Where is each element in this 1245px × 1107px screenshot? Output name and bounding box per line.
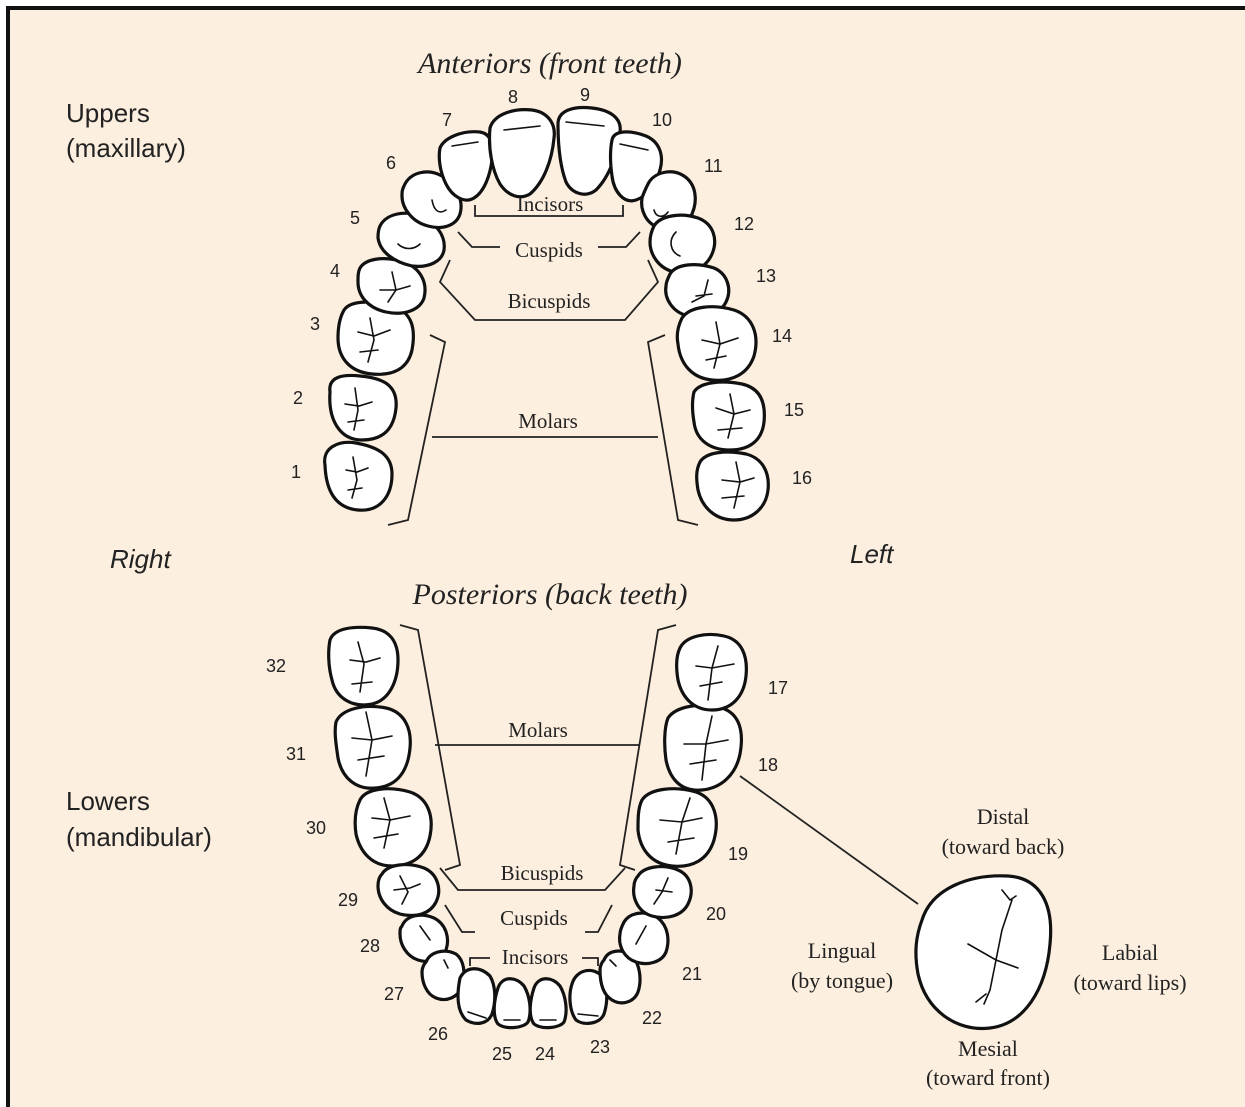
right-side-label: Right — [110, 544, 172, 574]
tooth-29 — [378, 865, 439, 916]
tooth-26 — [458, 969, 495, 1024]
tooth-number-10: 10 — [652, 110, 672, 130]
lingual-label: Lingual — [808, 938, 876, 963]
upper-molars-label: Molars — [518, 409, 578, 433]
tooth-number-17: 17 — [768, 678, 788, 698]
tooth-16 — [697, 452, 769, 520]
mandibular-label: (mandibular) — [66, 822, 212, 852]
tooth-1 — [325, 442, 392, 510]
tooth-number-4: 4 — [330, 261, 340, 281]
tooth-number-7: 7 — [442, 110, 452, 130]
tooth-number-12: 12 — [734, 214, 754, 234]
tooth-number-9: 9 — [580, 85, 590, 105]
tooth-31 — [335, 707, 410, 789]
tooth-number-28: 28 — [360, 936, 380, 956]
tooth-number-30: 30 — [306, 818, 326, 838]
enlarged-tooth-18 — [916, 876, 1051, 1029]
tooth-number-6: 6 — [386, 153, 396, 173]
tooth-number-1: 1 — [291, 462, 301, 482]
tooth-15 — [693, 382, 765, 450]
tooth-number-23: 23 — [590, 1037, 610, 1057]
distal-sublabel: (toward back) — [942, 834, 1065, 859]
tooth-number-5: 5 — [350, 208, 360, 228]
tooth-24 — [530, 979, 566, 1028]
tooth-number-20: 20 — [706, 904, 726, 924]
tooth-number-13: 13 — [756, 266, 776, 286]
mesial-sublabel: (toward front) — [926, 1065, 1050, 1090]
posteriors-title: Posteriors (back teeth) — [412, 578, 688, 611]
tooth-number-3: 3 — [310, 314, 320, 334]
lower-bicuspids-label: Bicuspids — [501, 861, 584, 885]
upper-cuspids-label: Cuspids — [515, 238, 583, 262]
tooth-number-25: 25 — [492, 1044, 512, 1064]
tooth-32 — [329, 627, 398, 705]
detail-connector-line — [740, 776, 918, 904]
lower-cuspids-label: Cuspids — [500, 906, 568, 930]
tooth-17 — [677, 635, 747, 711]
distal-label: Distal — [977, 804, 1030, 829]
lowers-label: Lowers — [66, 786, 150, 816]
maxillary-label: (maxillary) — [66, 133, 186, 163]
tooth-number-27: 27 — [384, 984, 404, 1004]
tooth-number-11: 11 — [704, 156, 723, 176]
tooth-number-29: 29 — [338, 890, 358, 910]
left-side-label: Left — [850, 539, 895, 569]
tooth-number-31: 31 — [286, 744, 306, 764]
tooth-number-26: 26 — [428, 1024, 448, 1044]
tooth-number-24: 24 — [535, 1044, 555, 1064]
lower-molars-label: Molars — [508, 718, 568, 742]
tooth-20 — [634, 867, 692, 918]
upper-bicuspids-label: Bicuspids — [508, 289, 591, 313]
tooth-number-18: 18 — [758, 755, 778, 775]
tooth-number-8: 8 — [508, 87, 518, 107]
tooth-number-19: 19 — [728, 844, 748, 864]
tooth-18 — [665, 705, 742, 790]
labial-sublabel: (toward lips) — [1073, 970, 1186, 995]
tooth-number-14: 14 — [772, 326, 792, 346]
labial-label: Labial — [1102, 940, 1158, 965]
upper-cuspids-bracket-left — [458, 232, 500, 247]
tooth-19 — [638, 789, 716, 867]
lower-incisors-label: Incisors — [502, 945, 569, 969]
lingual-sublabel: (by tongue) — [791, 968, 893, 993]
mesial-label: Mesial — [958, 1036, 1018, 1061]
tooth-number-2: 2 — [293, 388, 303, 408]
tooth-2 — [330, 375, 396, 440]
tooth-30 — [355, 789, 431, 866]
anteriors-title: Anteriors (front teeth) — [416, 47, 682, 80]
tooth-21 — [620, 913, 668, 963]
tooth-14 — [677, 307, 756, 381]
tooth-number-15: 15 — [784, 400, 804, 420]
tooth-number-22: 22 — [642, 1008, 662, 1028]
tooth-number-32: 32 — [266, 656, 286, 676]
tooth-8 — [489, 110, 554, 197]
tooth-number-21: 21 — [682, 964, 702, 984]
upper-cuspids-bracket-right — [598, 232, 640, 247]
tooth-number-16: 16 — [792, 468, 812, 488]
uppers-label: Uppers — [66, 98, 150, 128]
tooth-25 — [494, 979, 530, 1028]
